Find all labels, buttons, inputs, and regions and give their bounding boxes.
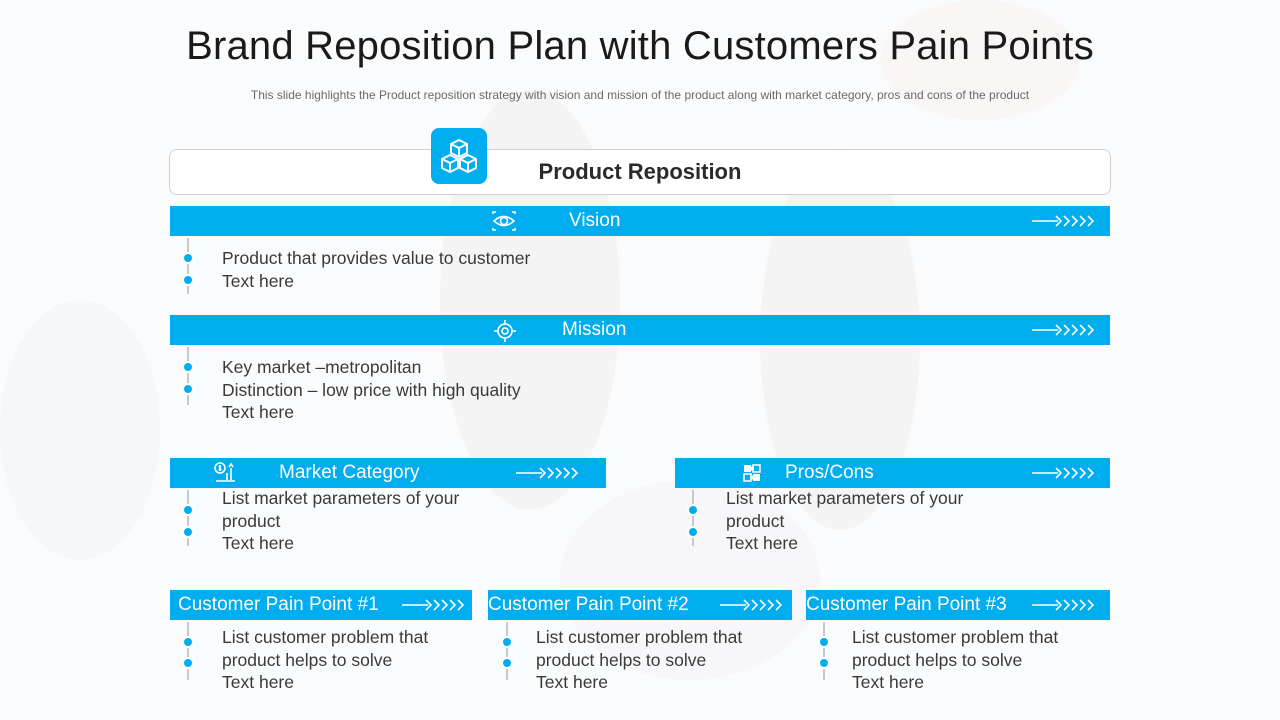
list-item: List customer problem that	[536, 627, 743, 647]
list-item: Key market –metropolitan	[222, 357, 422, 377]
pain-point-1-list: List customer problem that product helps…	[222, 626, 428, 694]
list-item: product helps to solve	[536, 649, 707, 670]
list-item: Text here	[222, 402, 294, 422]
pain-point-3-bar: Customer Pain Point #3	[806, 590, 1110, 620]
list-item: List customer problem that	[852, 627, 1059, 647]
pros-cons-list: List market parameters of your product T…	[726, 487, 963, 555]
list-item: Text here	[726, 533, 798, 553]
list-item: List market parameters of your	[726, 488, 964, 508]
list-item: product	[222, 510, 281, 531]
pain-point-2-bar: Customer Pain Point #2	[488, 590, 792, 620]
mission-timeline	[182, 347, 194, 405]
list-item: product	[726, 510, 785, 531]
mission-list: Key market –metropolitan Distinction – l…	[222, 356, 521, 424]
list-item: Product that provides value to customer	[222, 248, 531, 268]
pain-point-2-timeline	[501, 622, 513, 680]
arrow-icon	[402, 599, 464, 611]
product-reposition-box	[169, 149, 1111, 195]
pain-point-1-timeline	[182, 622, 194, 680]
mission-bar: Mission	[170, 315, 1110, 345]
mission-label: Mission	[562, 319, 627, 340]
pros-cons-label: Pros/Cons	[785, 462, 874, 483]
market-category-label: Market Category	[279, 462, 420, 483]
slide-title: Brand Reposition Plan with Customers Pai…	[186, 24, 1094, 68]
arrow-icon	[1032, 324, 1094, 336]
list-item: Text here	[222, 533, 294, 553]
market-category-list: List market parameters of your product T…	[222, 487, 459, 555]
pain-point-1-bar: Customer Pain Point #1	[170, 590, 472, 620]
list-item: product helps to solve	[222, 649, 393, 670]
cubes-icon	[431, 128, 487, 184]
list-item: Text here	[852, 672, 924, 692]
pain-point-2-list: List customer problem that product helps…	[536, 626, 742, 694]
product-reposition-title: Product Reposition	[538, 159, 742, 184]
arrow-icon	[1032, 215, 1094, 227]
pain-point-3-label: Customer Pain Point #3	[806, 594, 1007, 615]
pros-cons-timeline	[687, 490, 699, 546]
target-icon	[494, 320, 516, 342]
arrow-icon	[720, 599, 782, 611]
pain-point-2-label: Customer Pain Point #2	[488, 594, 689, 615]
arrow-icon	[1032, 467, 1094, 479]
pain-point-3-timeline	[818, 622, 830, 680]
vision-timeline	[182, 238, 194, 294]
list-item: List customer problem that	[222, 627, 429, 647]
list-item: Text here	[536, 672, 608, 692]
puzzle-icon	[742, 463, 764, 483]
eye-icon	[492, 211, 516, 231]
list-item: List market parameters of your	[222, 488, 460, 508]
pain-point-1-label: Customer Pain Point #1	[178, 594, 379, 615]
list-item: Text here	[222, 672, 294, 692]
dollar-growth-icon	[214, 462, 236, 482]
slide-subtitle: This slide highlights the Product reposi…	[250, 88, 1030, 102]
list-item: Distinction – low price with high qualit…	[222, 379, 521, 400]
list-item: product helps to solve	[852, 649, 1023, 670]
vision-bar: Vision	[170, 206, 1110, 236]
pain-point-3-list: List customer problem that product helps…	[852, 626, 1058, 694]
arrow-icon	[1032, 599, 1094, 611]
list-item: Text here	[222, 270, 294, 291]
pros-cons-bar: Pros/Cons	[675, 458, 1110, 488]
arrow-icon	[516, 467, 578, 479]
vision-label: Vision	[569, 210, 621, 231]
vision-list: Product that provides value to customer …	[222, 247, 530, 292]
market-category-timeline	[182, 490, 194, 546]
market-category-bar: Market Category	[170, 458, 606, 488]
